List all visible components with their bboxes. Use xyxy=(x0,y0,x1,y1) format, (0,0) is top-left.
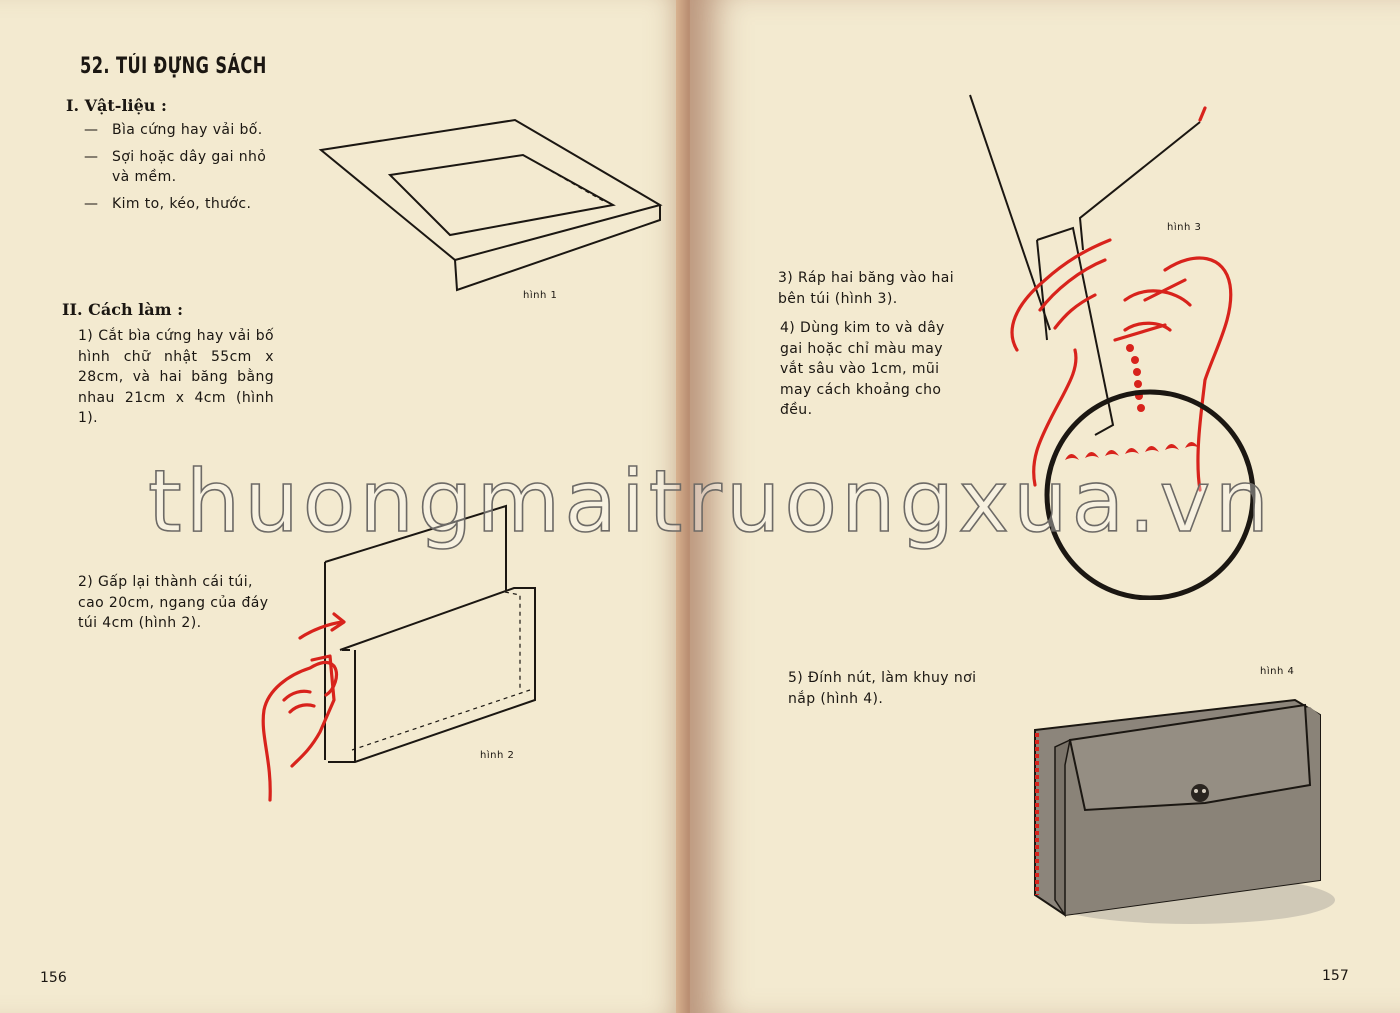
page-number-left: 156 xyxy=(40,970,67,986)
figure-3-caption: hình 3 xyxy=(1167,222,1202,233)
material-item: —Bìa cứng hay vải bố. xyxy=(84,122,263,138)
page-title: 52. TÚI ĐỰNG SÁCH xyxy=(80,54,267,79)
step-1-text: 1) Cắt bìa cứng hay vải bố hình chữ nhật… xyxy=(78,328,274,426)
method-heading: II. Cách làm : xyxy=(62,300,184,319)
figure-2-caption: hình 2 xyxy=(480,750,515,761)
figure-4-caption: hình 4 xyxy=(1260,666,1295,677)
step-2-text: 2) Gấp lại thành cái túi, cao 20cm, ngan… xyxy=(78,574,269,631)
materials-heading: I. Vật-liệu : xyxy=(66,96,167,115)
step-4-text: 4) Dùng kim to và dây gai hoặc chỉ màu m… xyxy=(780,320,945,418)
figure-1-caption: hình 1 xyxy=(523,290,558,301)
left-page: 52. TÚI ĐỰNG SÁCH I. Vật-liệu : —Bìa cứn… xyxy=(0,0,690,1013)
step-5-text: 5) Đính nút, làm khuy nơi nắp (hình 4). xyxy=(788,670,977,707)
materials-list: —Bìa cứng hay vải bố. —Sợi hoặc dây gai … xyxy=(84,120,270,214)
figure-4-bag-illustration xyxy=(1034,698,1335,924)
figure-3-sewing-illustration xyxy=(969,94,1256,600)
right-page: 3) Ráp hai băng vào hai bên túi (hình 3)… xyxy=(690,0,1400,1013)
figure-1-cardboard-illustration xyxy=(318,118,663,292)
step-3-text: 3) Ráp hai băng vào hai bên túi (hình 3)… xyxy=(778,270,955,307)
material-item: —Kim to, kéo, thước. xyxy=(84,195,252,212)
page-number-right: 157 xyxy=(1322,968,1349,984)
figure-2-folding-illustration xyxy=(261,504,536,802)
material-item: —Sợi hoặc dây gai nhỏ và mềm. xyxy=(84,148,267,186)
